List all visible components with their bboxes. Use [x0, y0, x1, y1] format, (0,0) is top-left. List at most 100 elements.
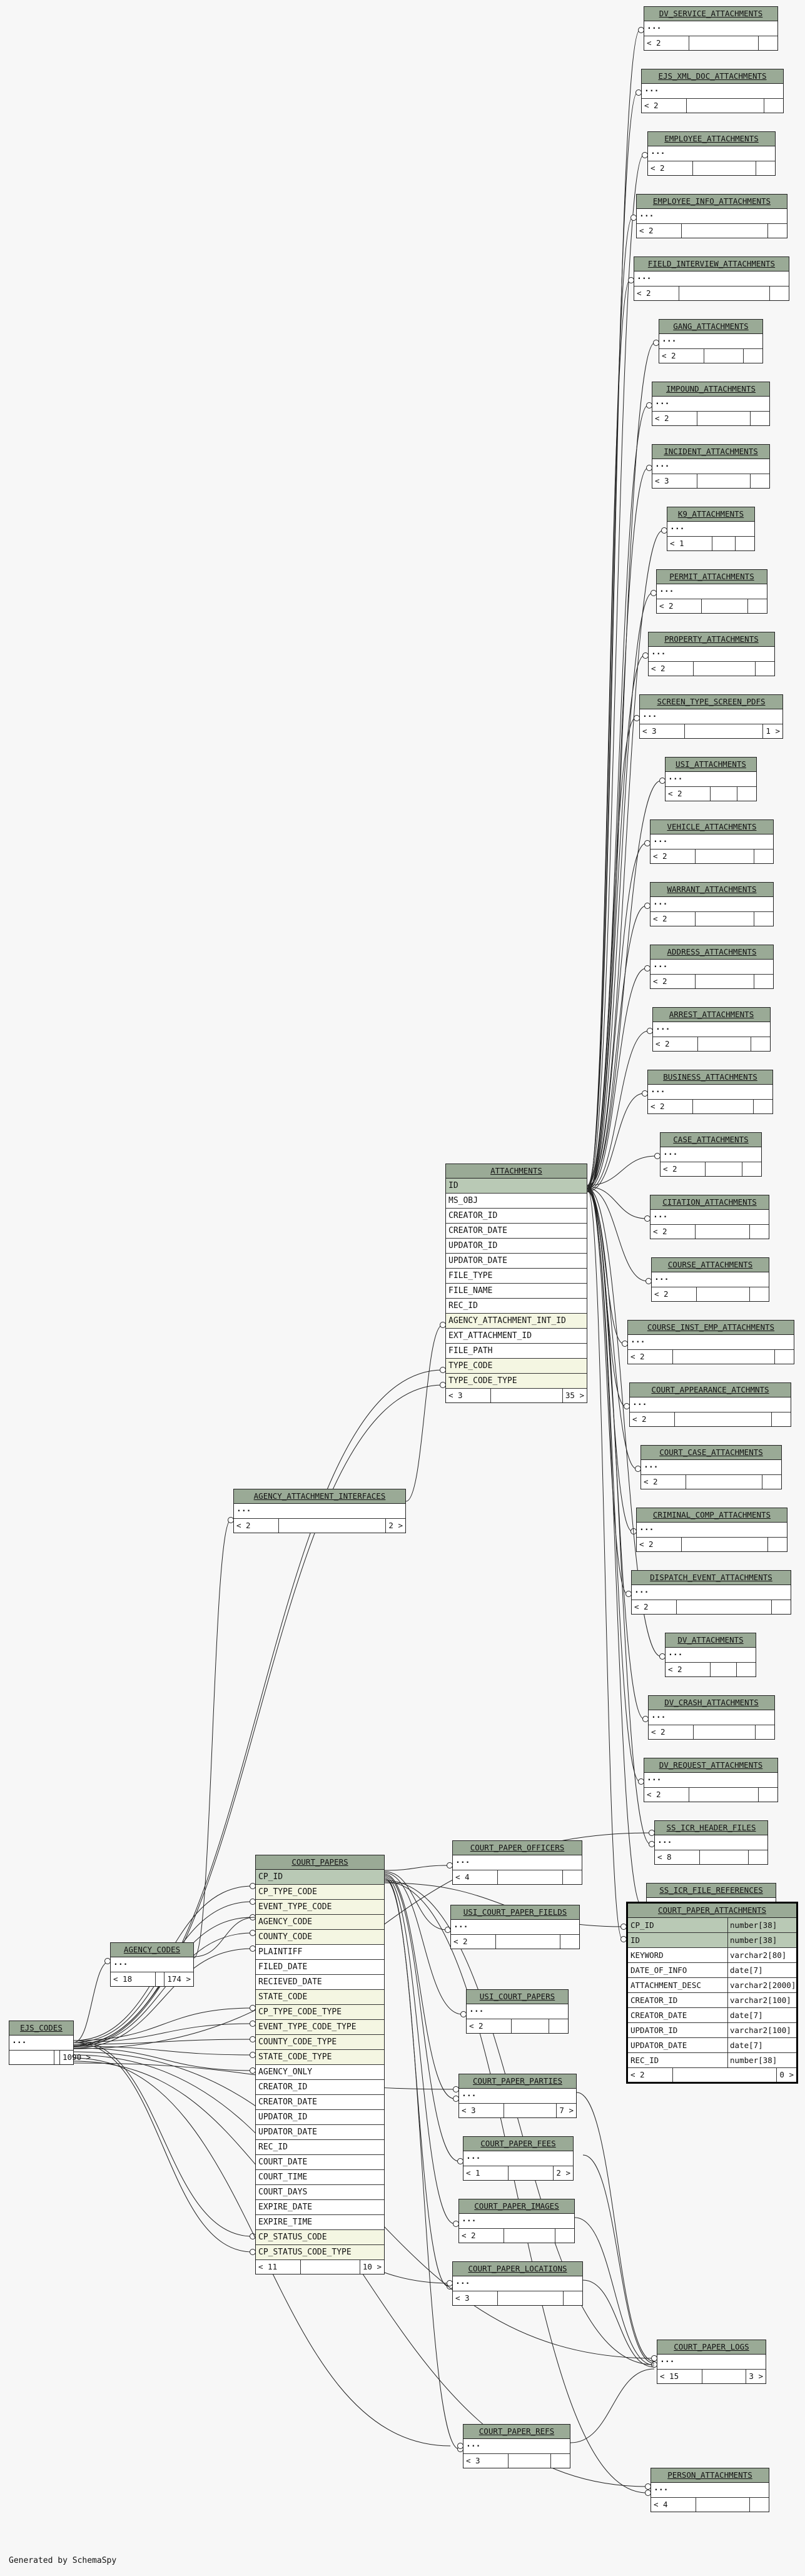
table-court-paper-locations[interactable]: COURT_PAPER_LOCATIONS...< 3 — [452, 2261, 583, 2306]
table-permit[interactable]: PERMIT_ATTACHMENTS...< 2 — [656, 569, 767, 614]
column-row[interactable]: STATE_CODE — [256, 1990, 384, 2005]
column-row[interactable]: EXPIRE_DATE — [256, 2200, 384, 2215]
column-row[interactable]: UPDATOR_ID — [446, 1239, 587, 1254]
table-court-paper-images[interactable]: COURT_PAPER_IMAGES...< 2 — [458, 2199, 575, 2243]
table-gang[interactable]: GANG_ATTACHMENTS...< 2 — [659, 319, 763, 363]
table-name[interactable]: FIELD_INTERVIEW_ATTACHMENTS — [634, 257, 789, 271]
column-row[interactable]: COUNTY_CODE_TYPE — [256, 2035, 384, 2050]
column-row[interactable]: COURT_DATE — [256, 2155, 384, 2170]
table-name[interactable]: ATTACHMENTS — [446, 1164, 587, 1179]
table-name[interactable]: PROPERTY_ATTACHMENTS — [649, 632, 774, 647]
column-row[interactable]: CREATOR_DATE — [446, 1224, 587, 1239]
table-person-attachments[interactable]: PERSON_ATTACHMENTS...< 4 — [651, 2468, 769, 2512]
table-property[interactable]: PROPERTY_ATTACHMENTS...< 2 — [648, 632, 775, 676]
table-ss-icr-header[interactable]: SS_ICR_HEADER_FILES...< 8 — [654, 1820, 768, 1865]
table-course[interactable]: COURSE_ATTACHMENTS...< 2 — [651, 1257, 769, 1302]
column-row[interactable]: REC_ID — [256, 2140, 384, 2155]
column-row[interactable]: RECIEVED_DATE — [256, 1975, 384, 1990]
column-row[interactable]: CREATOR_ID — [256, 2080, 384, 2095]
table-usi-court-paper-fields[interactable]: USI_COURT_PAPER_FIELDS...< 2 — [450, 1905, 580, 1949]
table-name[interactable]: SS_ICR_HEADER_FILES — [655, 1821, 767, 1835]
table-case[interactable]: CASE_ATTACHMENTS...< 2 — [660, 1132, 762, 1177]
table-dv-service[interactable]: DV_SERVICE_ATTACHMENTS...< 2 — [644, 6, 778, 51]
column-row[interactable]: UPDATOR_ID — [256, 2110, 384, 2125]
column-row[interactable]: EXT_ATTACHMENT_ID — [446, 1329, 587, 1344]
table-name[interactable]: DV_REQUEST_ATTACHMENTS — [644, 1758, 777, 1773]
table-name[interactable]: COURT_APPEARANCE_ATCHMNTS — [630, 1383, 791, 1397]
table-name[interactable]: DISPATCH_EVENT_ATTACHMENTS — [632, 1571, 791, 1585]
table-address[interactable]: ADDRESS_ATTACHMENTS...< 2 — [650, 945, 774, 989]
table-name[interactable]: INCIDENT_ATTACHMENTS — [652, 445, 769, 459]
table-employee[interactable]: EMPLOYEE_ATTACHMENTS...< 2 — [647, 131, 776, 176]
table-name[interactable]: WARRANT_ATTACHMENTS — [651, 883, 773, 897]
column-row[interactable]: CP_TYPE_CODE — [256, 1885, 384, 1900]
column-row[interactable]: FILE_TYPE — [446, 1269, 587, 1284]
table-name[interactable]: COURT_PAPER_REFS — [463, 2425, 570, 2439]
table-name[interactable]: SCREEN_TYPE_SCREEN_PDFS — [640, 695, 782, 709]
table-name[interactable]: K9_ATTACHMENTS — [667, 507, 754, 522]
table-usi-court-papers[interactable]: USI_COURT_PAPERS...< 2 — [466, 1989, 569, 2034]
column-row[interactable]: TYPE_CODE_TYPE — [446, 1374, 587, 1389]
column-row[interactable]: TYPE_CODE — [446, 1359, 587, 1374]
table-incident[interactable]: INCIDENT_ATTACHMENTS...< 3 — [652, 444, 770, 489]
table-impound[interactable]: IMPOUND_ATTACHMENTS...< 2 — [652, 382, 770, 426]
column-row[interactable]: ID — [446, 1179, 587, 1194]
column-row[interactable]: CP_STATUS_CODE_TYPE — [256, 2245, 384, 2260]
table-field-interview[interactable]: FIELD_INTERVIEW_ATTACHMENTS...< 2 — [634, 256, 789, 301]
table-name[interactable]: BUSINESS_ATTACHMENTS — [648, 1070, 772, 1085]
table-name[interactable]: ADDRESS_ATTACHMENTS — [651, 945, 773, 960]
table-warrant[interactable]: WARRANT_ATTACHMENTS...< 2 — [650, 882, 774, 926]
column-row[interactable]: CREATOR_DATE — [256, 2095, 384, 2110]
table-court-appearance[interactable]: COURT_APPEARANCE_ATCHMNTS...< 2 — [629, 1382, 791, 1427]
column-row[interactable]: EXPIRE_TIME — [256, 2215, 384, 2230]
table-name[interactable]: COURSE_INST_EMP_ATTACHMENTS — [628, 1321, 794, 1335]
column-row[interactable]: COUNTY_CODE — [256, 1930, 384, 1945]
column-row[interactable]: CP_ID — [256, 1870, 384, 1885]
table-name[interactable]: AGENCY_CODES — [111, 1943, 193, 1957]
column-row[interactable]: UPDATOR_DATE — [446, 1254, 587, 1269]
table-name[interactable]: COURT_PAPER_LOCATIONS — [453, 2262, 582, 2276]
table-usi[interactable]: USI_ATTACHMENTS...< 2 — [665, 757, 757, 801]
table-court-paper-officers[interactable]: COURT_PAPER_OFFICERS...< 4 — [452, 1840, 582, 1885]
column-row[interactable]: CP_TYPE_CODE_TYPE — [256, 2005, 384, 2020]
table-name[interactable]: PERSON_ATTACHMENTS — [651, 2468, 769, 2483]
column-row[interactable]: REC_ID — [446, 1299, 587, 1314]
table-name[interactable]: USI_COURT_PAPER_FIELDS — [451, 1905, 579, 1920]
table-name[interactable]: PERMIT_ATTACHMENTS — [657, 570, 767, 584]
column-row[interactable]: UPDATOR_DATE — [256, 2125, 384, 2140]
column-row[interactable]: MS_OBJ — [446, 1194, 587, 1209]
table-name[interactable]: EMPLOYEE_ATTACHMENTS — [648, 132, 775, 146]
table-name[interactable]: COURT_PAPERS — [256, 1855, 384, 1870]
table-name[interactable]: DV_CRASH_ATTACHMENTS — [649, 1696, 774, 1710]
column-row[interactable]: EVENT_TYPE_CODE_TYPE — [256, 2020, 384, 2035]
column-row[interactable]: COURT_DAYS — [256, 2185, 384, 2200]
table-name[interactable]: COURT_PAPER_IMAGES — [459, 2199, 574, 2214]
table-dv-crash[interactable]: DV_CRASH_ATTACHMENTS...< 2 — [648, 1695, 775, 1740]
table-name[interactable]: SS_ICR_FILE_REFERENCES — [647, 1884, 776, 1898]
column-row[interactable]: CREATOR_ID — [446, 1209, 587, 1224]
column-row[interactable]: FILED_DATE — [256, 1960, 384, 1975]
table-name[interactable]: COURT_PAPER_PARTIES — [459, 2074, 576, 2089]
table-vehicle[interactable]: VEHICLE_ATTACHMENTS...< 2 — [650, 819, 774, 864]
table-name[interactable]: GANG_ATTACHMENTS — [659, 320, 762, 334]
column-row[interactable]: EVENT_TYPE_CODE — [256, 1900, 384, 1915]
column-row[interactable]: FILE_NAME — [446, 1284, 587, 1299]
column-row[interactable]: AGENCY_ATTACHMENT_INT_ID — [446, 1314, 587, 1329]
table-ejs-codes[interactable]: EJS_CODES...1090 > — [9, 2021, 91, 2065]
table-court-case[interactable]: COURT_CASE_ATTACHMENTS...< 2 — [640, 1445, 782, 1489]
table-k9[interactable]: K9_ATTACHMENTS...< 1 — [667, 507, 755, 551]
table-name[interactable]: USI_COURT_PAPERS — [467, 1990, 568, 2004]
table-name[interactable]: USI_ATTACHMENTS — [666, 758, 756, 772]
table-name[interactable]: AGENCY_ATTACHMENT_INTERFACES — [234, 1489, 405, 1504]
table-dv-request[interactable]: DV_REQUEST_ATTACHMENTS...< 2 — [644, 1758, 778, 1802]
